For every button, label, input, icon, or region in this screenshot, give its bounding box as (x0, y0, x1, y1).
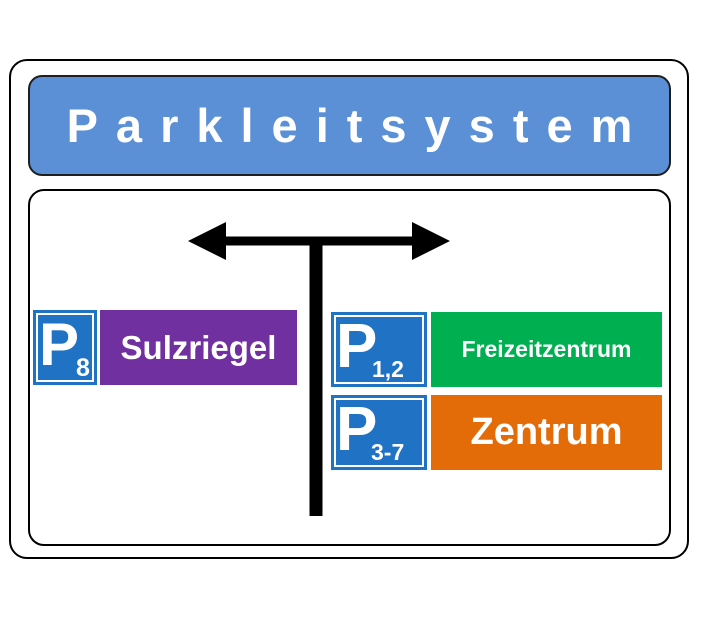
parking-letter: P (336, 395, 378, 464)
parking-number: 1,2 (372, 356, 404, 382)
parking-icon-p8: P 8 (33, 310, 97, 385)
parking-number: 8 (76, 354, 90, 382)
parking-icon-p3-7: P 3-7 (331, 395, 427, 470)
destination-label: Sulzriegel (120, 328, 277, 366)
parking-letter: P (39, 311, 80, 378)
destination-zentrum: Zentrum (431, 395, 662, 470)
parking-number: 3-7 (371, 439, 405, 465)
destination-sulzriegel: Sulzriegel (100, 310, 297, 385)
destination-label: Zentrum (470, 411, 623, 453)
arrow-left-head (188, 222, 226, 260)
arrow-right-head (412, 222, 450, 260)
title-bar: Parkleitsystem (28, 75, 671, 176)
destination-label: Freizeitzentrum (461, 336, 632, 362)
parking-icon-p12: P 1,2 (331, 312, 427, 387)
destination-freizeitzentrum: Freizeitzentrum (431, 312, 662, 387)
sign-title: Parkleitsystem (66, 99, 651, 152)
parking-letter: P (336, 312, 378, 381)
